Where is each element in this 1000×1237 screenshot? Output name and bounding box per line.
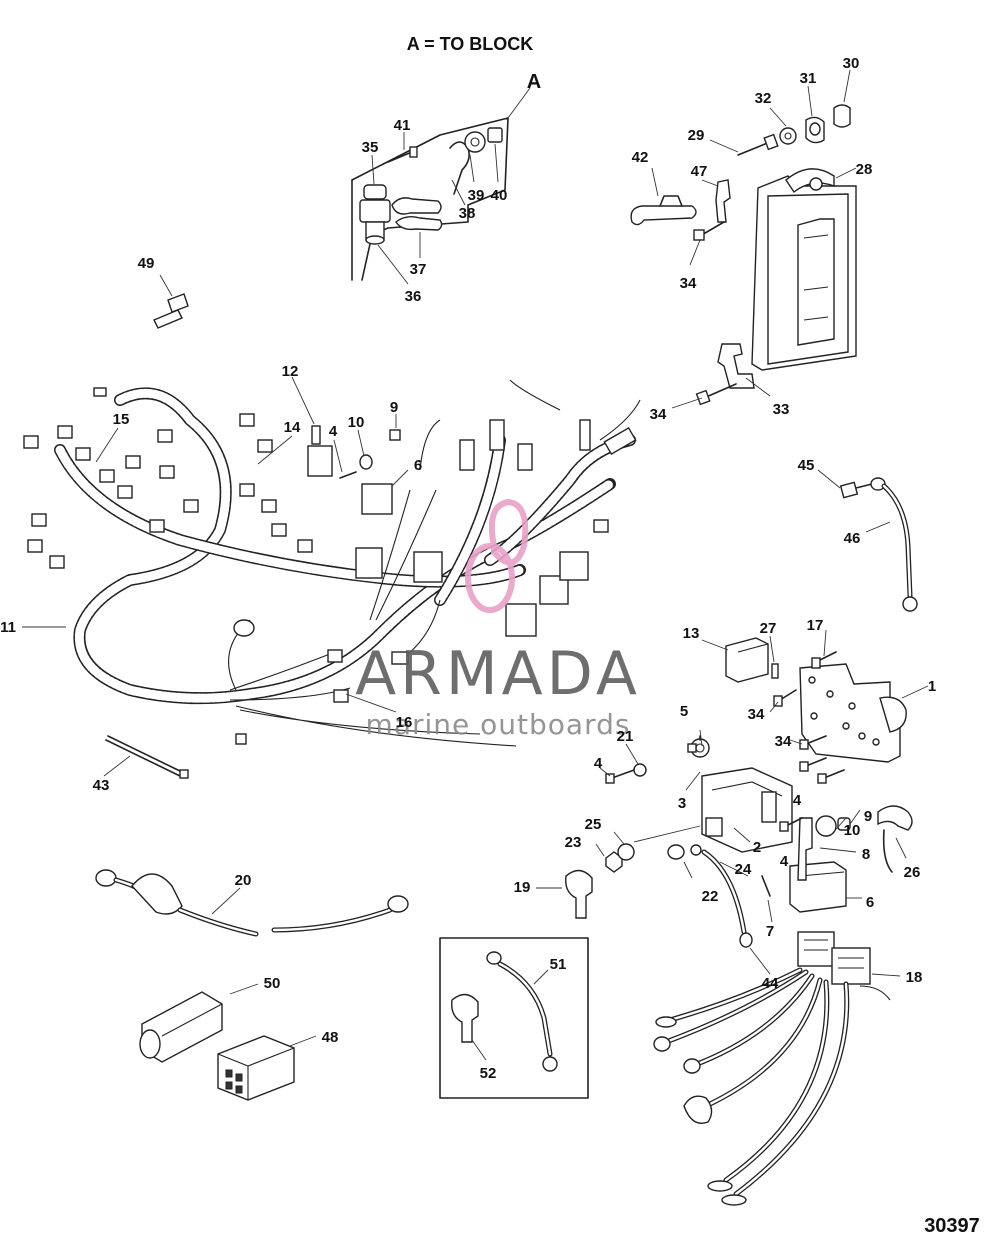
callout-52: 52 (480, 1065, 497, 1082)
callout-45: 45 (798, 457, 815, 474)
callout-42: 42 (632, 149, 649, 166)
part-1-mounting-plate (799, 663, 929, 763)
callout-35: 35 (362, 139, 379, 156)
callout-40: 40 (491, 187, 508, 204)
callout-46: 46 (844, 530, 861, 547)
callout-31: 31 (800, 70, 817, 87)
callout-28: 28 (856, 161, 873, 178)
callout-1: 1 (928, 678, 936, 695)
callout-29: 29 (688, 127, 705, 144)
callout-4b: 4 (594, 755, 603, 772)
callout-10a: 10 (348, 414, 365, 431)
watermark-tagline: marine outboards (366, 708, 631, 741)
callout-44: 44 (762, 975, 779, 992)
part-48-connector (217, 1035, 317, 1101)
callout-21: 21 (617, 728, 634, 745)
box-parts-51-52 (439, 937, 589, 1099)
callout-5: 5 (680, 703, 688, 720)
callout-9b: 9 (864, 808, 872, 825)
part-50-connector (139, 983, 259, 1063)
callout-11: 11 (0, 619, 16, 636)
callout-27: 27 (760, 620, 777, 637)
callout-9a: 9 (390, 399, 398, 416)
callout-4c: 4 (793, 792, 802, 809)
part-2-3-starter-solenoid (633, 729, 793, 853)
detail-letter: A (527, 71, 541, 93)
callout-8: 8 (862, 846, 870, 863)
callout-25: 25 (585, 816, 602, 833)
callout-4a: 4 (329, 423, 338, 440)
callout-48: 48 (322, 1029, 339, 1046)
callout-labels: 1 2 3 4 4 4 4 5 6 6 7 8 9 9 10 10 11 12 … (0, 55, 936, 1082)
callout-37: 37 (410, 261, 427, 278)
callout-22: 22 (702, 888, 719, 905)
callout-38: 38 (459, 205, 476, 222)
callout-18: 18 (906, 969, 923, 986)
part-29-30-31-32-hardware (709, 69, 851, 156)
callout-24: 24 (735, 861, 752, 878)
part-49 (153, 274, 189, 329)
callout-39: 39 (468, 187, 485, 204)
callout-17: 17 (807, 617, 824, 634)
part-47-bracket (689, 179, 731, 266)
callout-13: 13 (683, 625, 700, 642)
part-45-46-ground-strap (817, 469, 918, 612)
callout-6a: 6 (414, 457, 422, 474)
part-42-clip (630, 167, 697, 226)
part-11-main-harness (22, 376, 641, 747)
part-18-sub-harness (653, 931, 901, 1206)
part-6-8-relay-bracket (779, 817, 862, 913)
callout-6b: 6 (866, 894, 874, 911)
callout-41: 41 (394, 117, 411, 134)
callout-50: 50 (264, 975, 281, 992)
callout-43: 43 (93, 777, 110, 794)
callout-14: 14 (284, 419, 301, 436)
callout-3: 3 (678, 795, 686, 812)
callout-33: 33 (773, 401, 790, 418)
callout-51: 51 (550, 956, 567, 973)
header-title: A = TO BLOCK (407, 34, 534, 54)
part-33-bracket (671, 343, 771, 409)
callout-20: 20 (235, 872, 252, 889)
callout-19: 19 (514, 879, 531, 896)
callout-30: 30 (843, 55, 860, 72)
watermark-brand: ARMADA (355, 639, 641, 709)
watermark: ARMADA marine outboards (355, 498, 641, 741)
callout-47: 47 (691, 163, 708, 180)
callout-23: 23 (565, 834, 582, 851)
part-9-10-26-parts (815, 805, 913, 873)
callout-15: 15 (113, 411, 130, 428)
callout-32: 32 (755, 90, 772, 107)
part-4-21-23-25-fasteners (595, 743, 647, 873)
part-19-boot (536, 869, 593, 919)
callout-10b: 10 (844, 822, 861, 839)
part-20-battery-cable (95, 869, 409, 937)
callout-7: 7 (766, 923, 774, 940)
part-13-relay (701, 637, 769, 683)
callout-34a: 34 (680, 275, 697, 292)
detail-a-group: A (351, 71, 541, 285)
callout-2: 2 (753, 839, 761, 856)
part-28-ecm (751, 167, 857, 371)
callout-34d: 34 (775, 733, 792, 750)
callout-49: 49 (138, 255, 155, 272)
callout-4d: 4 (780, 853, 789, 870)
callout-26: 26 (904, 864, 921, 881)
part-17-27-34-screws (769, 629, 845, 784)
callout-36: 36 (405, 288, 422, 305)
part-43-tie-strap (103, 735, 189, 779)
callout-34b: 34 (650, 406, 667, 423)
callout-34c: 34 (748, 706, 765, 723)
part-7-22-24-44-cables (667, 844, 773, 975)
figure-number: 30397 (924, 1215, 980, 1237)
callout-12: 12 (282, 363, 299, 380)
callout-16: 16 (396, 714, 413, 731)
